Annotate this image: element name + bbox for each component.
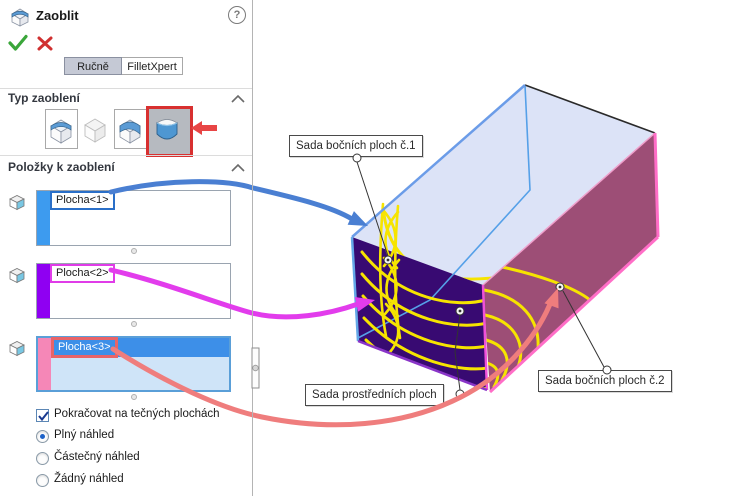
type-section-header: Typ zaoblení <box>8 91 80 105</box>
callout-middle-faces: Sada prostředních ploch <box>305 384 444 406</box>
red-pointer-arrow-icon <box>191 121 217 135</box>
selected-face-item[interactable]: Plocha<2> <box>50 264 115 283</box>
tangent-propagation-label: Pokračovat na tečných plochách <box>54 408 220 420</box>
selection-accent-stripe <box>37 191 50 245</box>
selection-accent-stripe <box>37 264 50 318</box>
fillet-preview-band <box>379 202 402 354</box>
edge-top-left <box>351 84 526 238</box>
fillet-preview-front-arcs <box>360 250 487 390</box>
selection-box-faces-2[interactable]: Plocha<2> <box>36 263 231 319</box>
separator <box>0 155 252 156</box>
radio-partial-preview[interactable] <box>36 452 49 465</box>
callout-side-faces-2: Sada bočních ploch č.2 <box>538 370 672 392</box>
edge-right-bottom <box>488 235 660 394</box>
face-select-icon <box>9 341 25 357</box>
panel-splitter[interactable] <box>251 0 260 496</box>
edge-front-bottom <box>357 339 488 392</box>
selection-box-faces-1[interactable]: Plocha<1> <box>36 190 231 246</box>
tab-filletxpert[interactable]: FilletXpert <box>122 57 183 75</box>
resize-grip[interactable] <box>131 248 137 254</box>
edge-top-right <box>482 132 656 286</box>
panel-title: Zaoblit <box>36 8 79 23</box>
edge-top-back <box>524 84 656 134</box>
selection-accent-stripe <box>38 338 51 390</box>
fillet-preview-top-arc <box>381 204 582 281</box>
collapse-chevron-icon[interactable] <box>230 163 246 173</box>
tangent-propagation-checkbox[interactable] <box>36 409 49 422</box>
box-right-face[interactable] <box>483 133 658 392</box>
radio-full-preview-label: Plný náhled <box>54 429 115 441</box>
fillet-preview-right-arcs <box>483 261 592 389</box>
radio-no-preview[interactable] <box>36 474 49 487</box>
face-select-icon <box>9 195 25 211</box>
edge-right-vertical <box>653 132 660 238</box>
ok-button[interactable] <box>7 33 29 53</box>
property-manager-panel: Zaoblit ? Ručně FilletXpert Typ zaoblení <box>0 0 252 496</box>
hidden-edge-highlight <box>357 84 531 339</box>
edge-front-vertical <box>481 284 489 391</box>
tab-manual[interactable]: Ručně <box>64 57 122 75</box>
splitter-grip-icon[interactable] <box>252 364 259 372</box>
resize-grip[interactable] <box>131 321 137 327</box>
collapse-chevron-icon[interactable] <box>230 94 246 104</box>
edge-left-vertical <box>350 236 360 342</box>
type-constant-fillet-button[interactable] <box>45 109 78 149</box>
items-section-header: Položky k zaoblení <box>8 160 115 174</box>
help-icon[interactable]: ? <box>228 6 246 24</box>
selected-face-item[interactable]: Plocha<3> <box>51 337 118 358</box>
box-edges <box>350 84 660 394</box>
type-variable-fillet-button[interactable] <box>114 109 147 149</box>
type-full-round-fillet-button[interactable] <box>146 106 193 157</box>
type-chamfer-button-disabled[interactable] <box>80 109 113 149</box>
box-front-face[interactable] <box>352 237 487 390</box>
radio-full-preview[interactable] <box>36 430 49 443</box>
selected-face-item[interactable]: Plocha<1> <box>50 191 115 210</box>
box-top-face[interactable] <box>352 85 655 285</box>
resize-grip[interactable] <box>131 394 137 400</box>
fillet-feature-icon <box>11 8 29 27</box>
radio-partial-preview-label: Částečný náhled <box>54 451 140 463</box>
callout-side-faces-1: Sada bočních ploch č.1 <box>289 135 423 157</box>
callout-leaders <box>352 153 612 399</box>
face-select-icon <box>9 268 25 284</box>
radio-no-preview-label: Žádný náhled <box>54 473 124 485</box>
selection-box-faces-3[interactable]: Plocha<3> <box>36 336 231 392</box>
cancel-button[interactable] <box>36 35 54 52</box>
separator <box>0 88 252 89</box>
